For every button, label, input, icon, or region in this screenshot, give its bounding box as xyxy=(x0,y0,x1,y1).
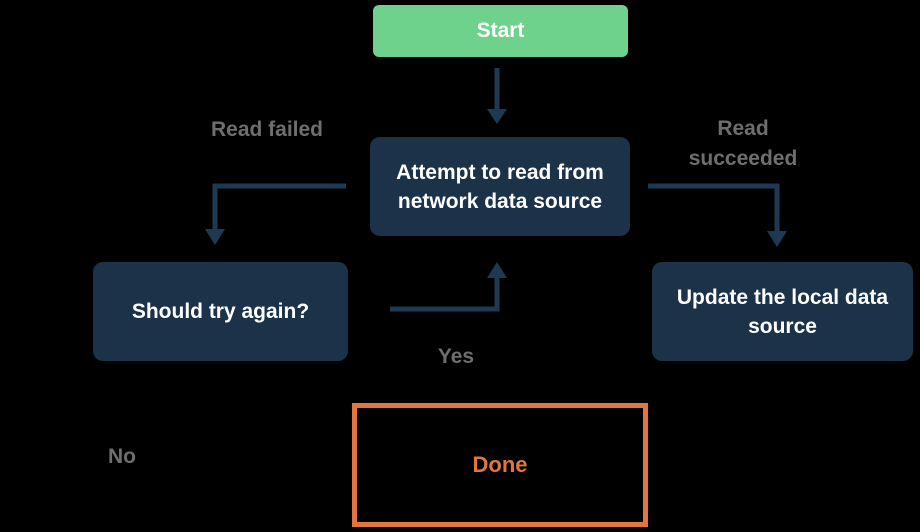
node-should-try-again-label: Should try again? xyxy=(131,300,310,323)
node-start-label: Start xyxy=(476,19,525,42)
arrow-retry-to-attempt-yes xyxy=(390,262,507,312)
node-done: Done xyxy=(352,403,648,527)
node-update-local-data-label: Update the local data source xyxy=(676,285,889,338)
node-attempt-read: Attempt to read from network data source xyxy=(370,137,630,236)
node-attempt-read-label: Attempt to read from network data source xyxy=(396,160,604,213)
edge-label-yes: Yes xyxy=(437,345,475,368)
arrow-start-to-attempt xyxy=(487,68,507,124)
edge-label-read-succeeded: Read succeeded xyxy=(688,117,798,170)
node-update-local-data: Update the local data source xyxy=(652,262,913,361)
node-done-label: Done xyxy=(472,452,528,477)
node-should-try-again: Should try again? xyxy=(93,262,348,361)
edge-label-no: No xyxy=(108,445,136,468)
arrow-attempt-to-retry xyxy=(205,183,346,245)
edge-label-read-failed: Read failed xyxy=(210,118,324,141)
arrow-attempt-to-update xyxy=(648,183,787,247)
node-start: Start xyxy=(373,5,628,57)
